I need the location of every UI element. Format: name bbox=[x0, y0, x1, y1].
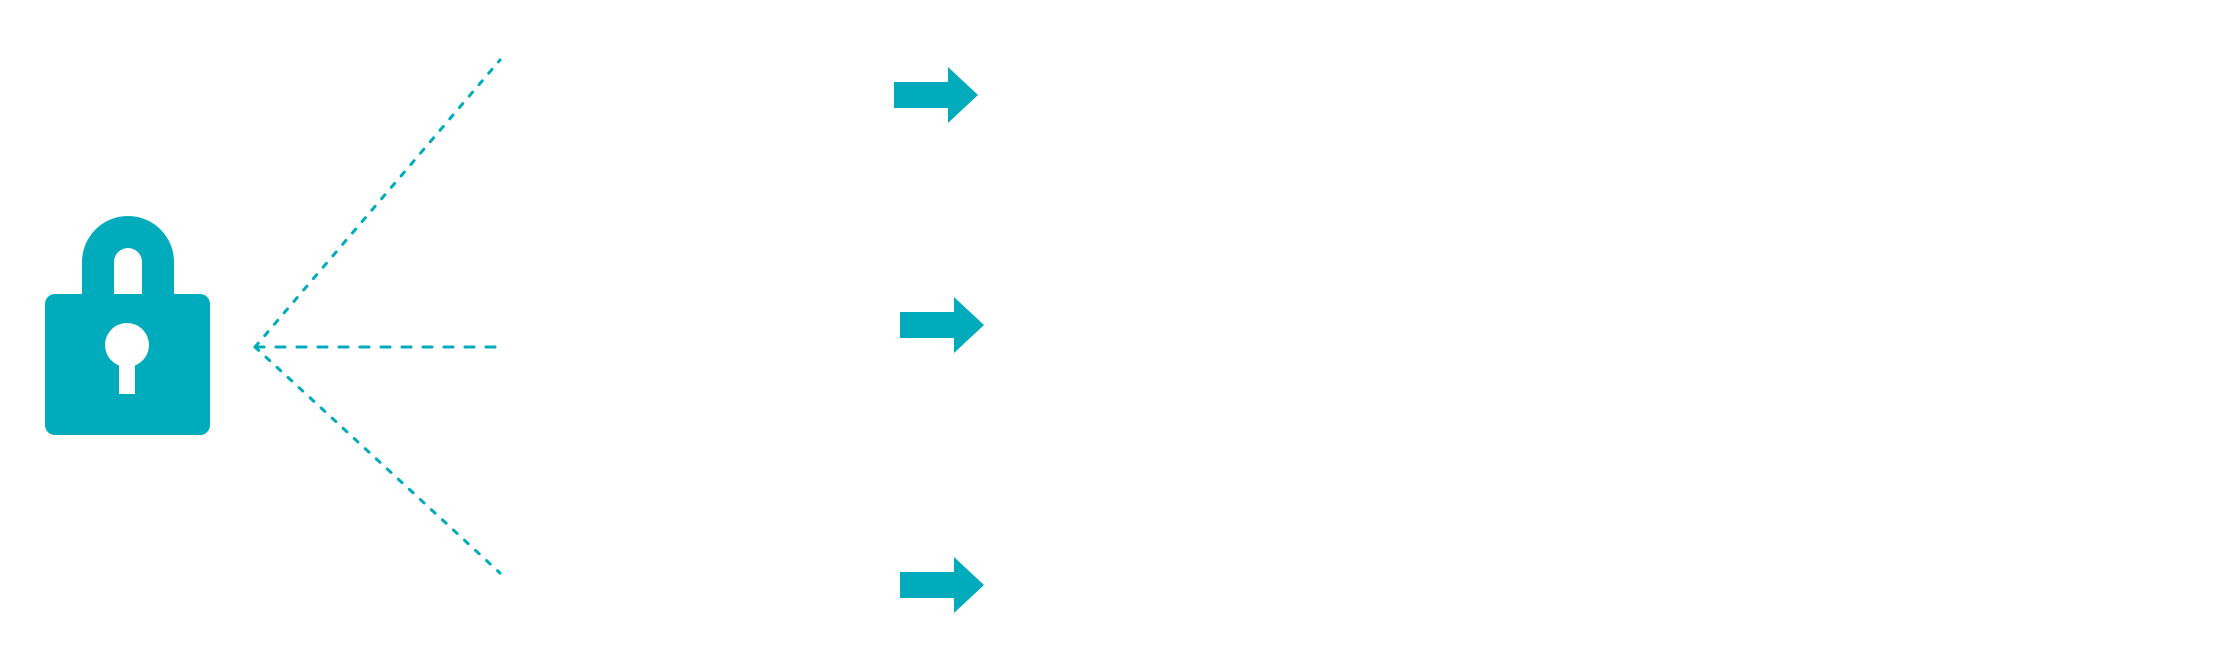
right-box-row-2-label bbox=[1008, 255, 2225, 275]
right-box-row-3-label bbox=[1008, 512, 2225, 532]
left-box-row-2-content[interactable] bbox=[512, 255, 850, 396]
arrow-right-icon-row-1 bbox=[894, 67, 978, 123]
connector-line-3 bbox=[253, 345, 502, 575]
arrow-right-icon-row-2 bbox=[900, 297, 984, 353]
connector-lines bbox=[253, 58, 502, 575]
left-box-row-2-label bbox=[512, 255, 850, 275]
lock-icon bbox=[45, 216, 210, 435]
right-box-row-2-content[interactable] bbox=[1008, 255, 2225, 396]
arrow-right-icon-row-3 bbox=[900, 557, 984, 613]
right-box-row-1-content[interactable] bbox=[1008, 2, 2225, 143]
left-box-row-3-label bbox=[512, 512, 850, 532]
left-box-row-1-label bbox=[512, 2, 850, 22]
left-box-row-1-content[interactable] bbox=[512, 2, 850, 143]
right-box-row-3-content[interactable] bbox=[1008, 512, 2225, 648]
right-box-row-1-label bbox=[1008, 2, 2225, 22]
connector-line-1 bbox=[253, 58, 502, 349]
left-box-row-3-content[interactable] bbox=[512, 512, 850, 648]
